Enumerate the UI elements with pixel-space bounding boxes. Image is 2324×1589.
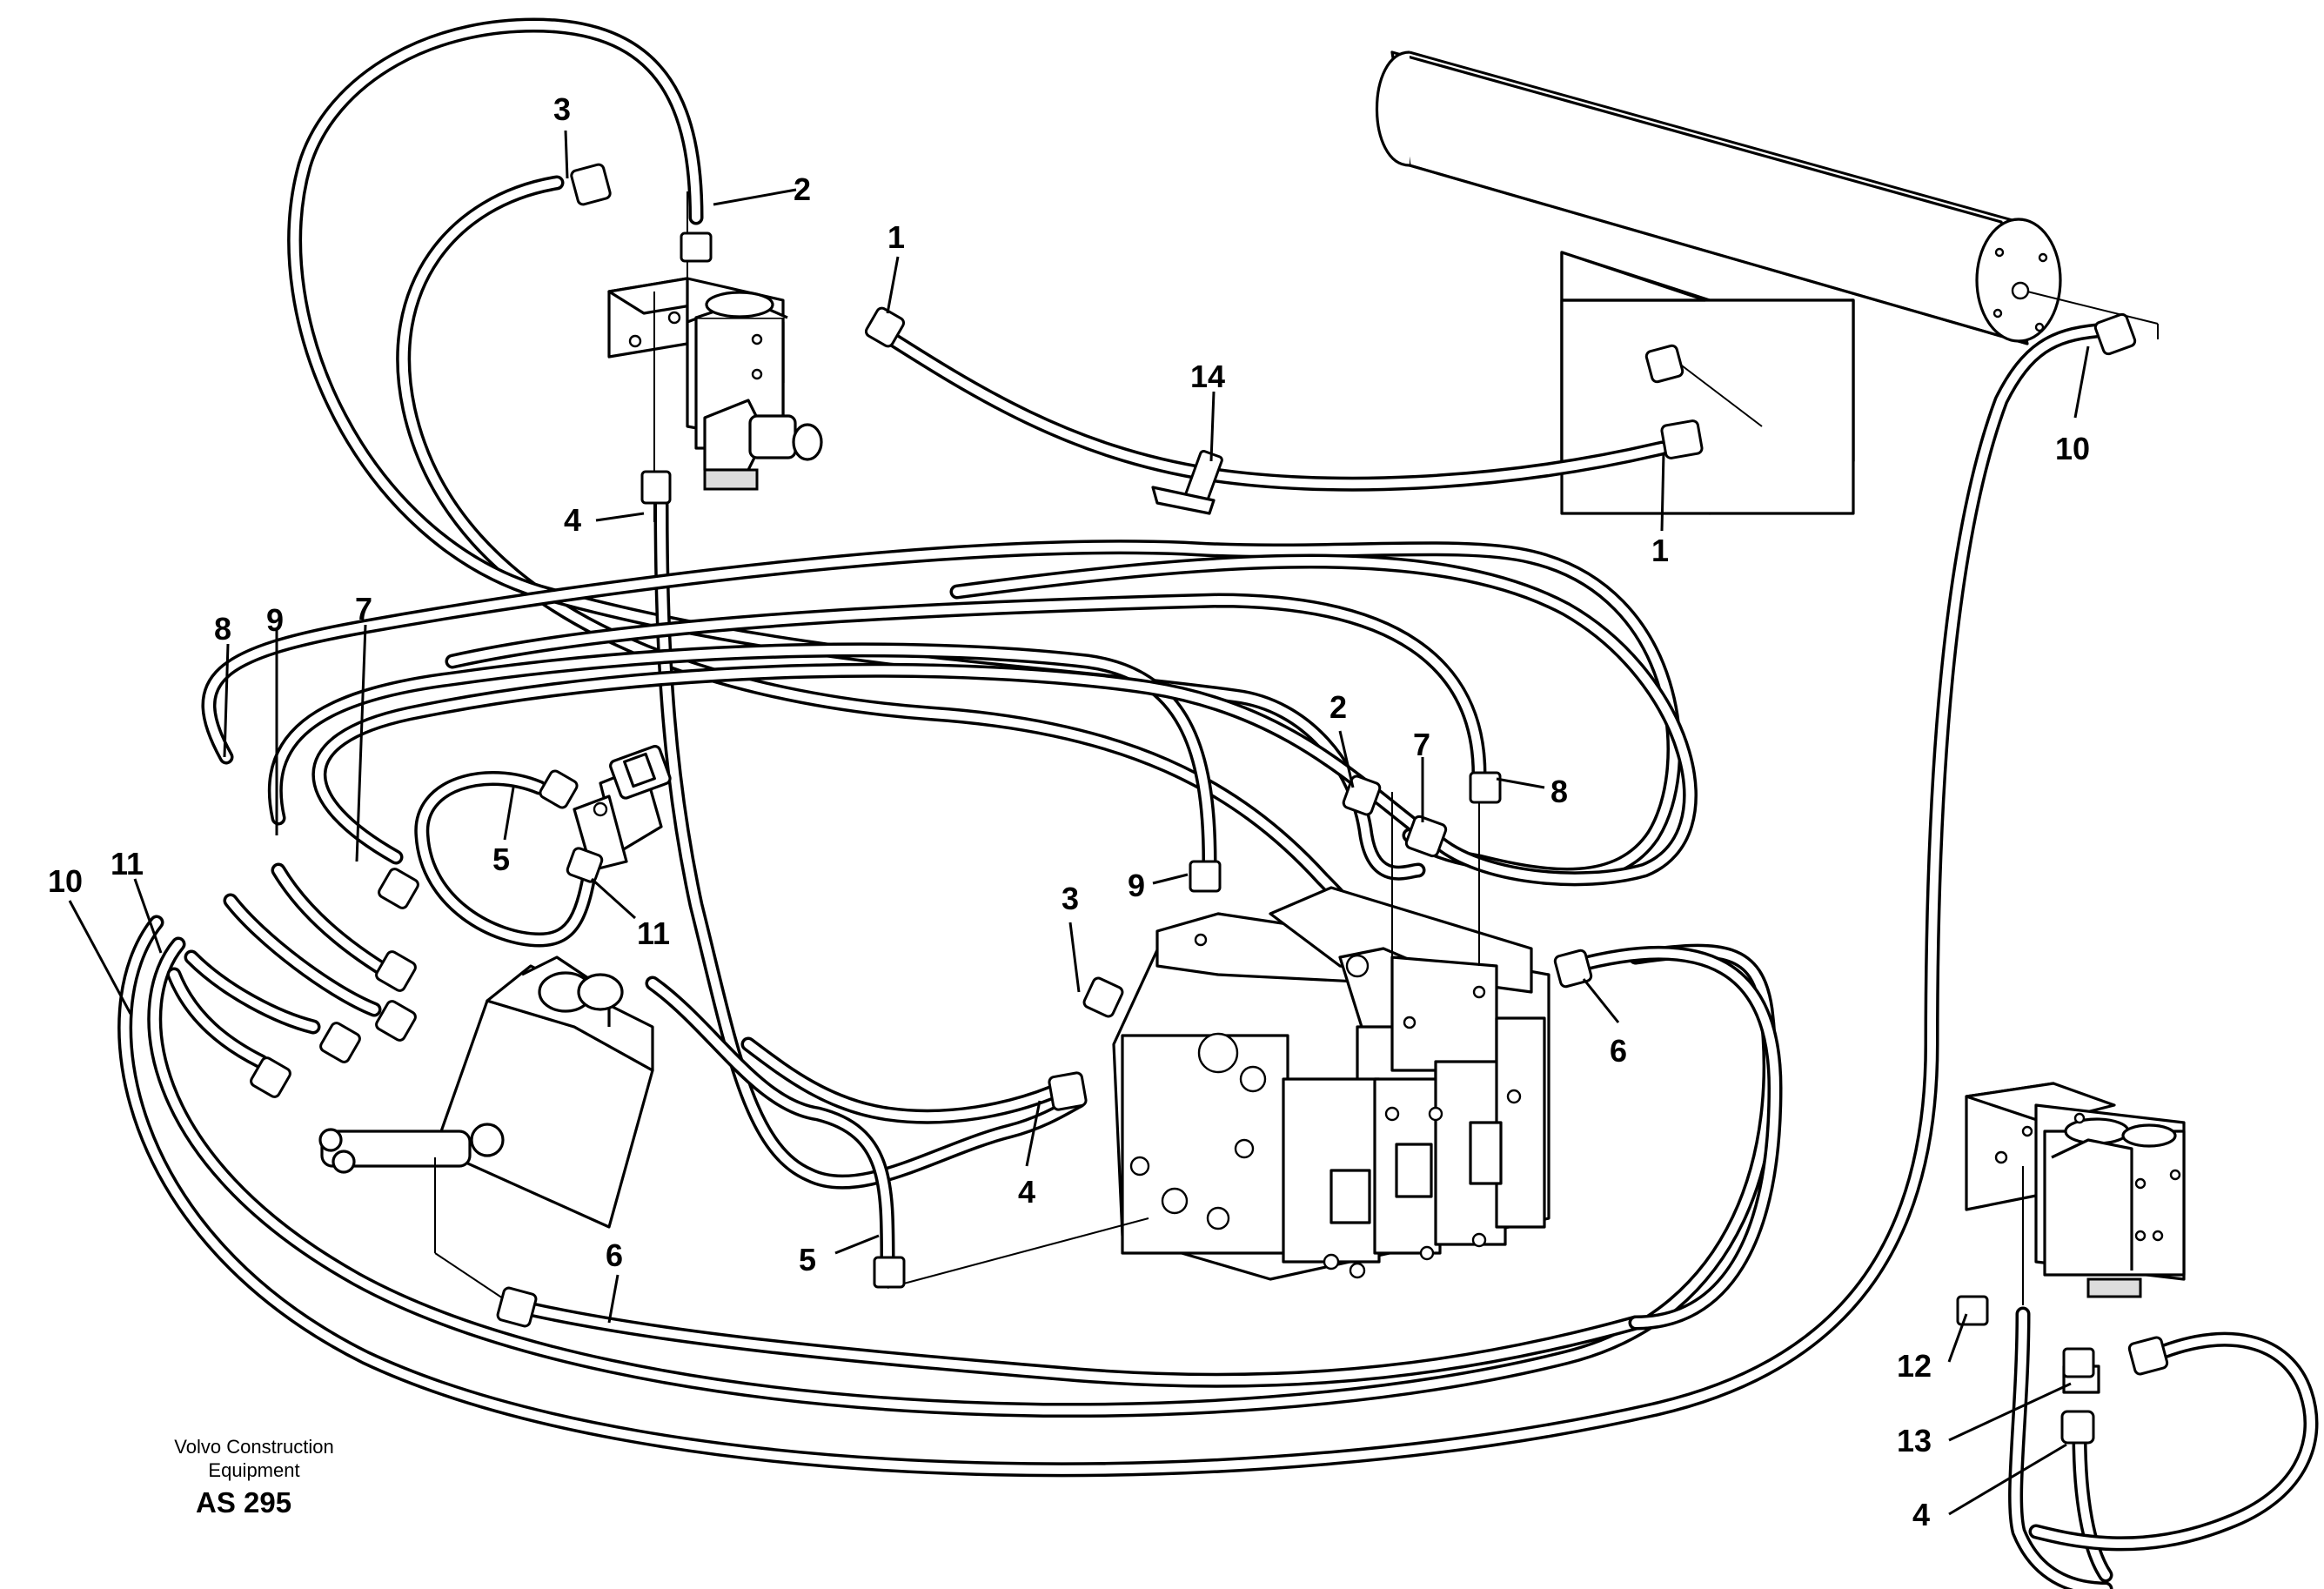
callout-5a: 5 (492, 841, 510, 877)
reference-code: AS 295 (196, 1486, 291, 1519)
control-valve-block (887, 792, 1550, 1289)
callout-2a: 2 (794, 171, 811, 207)
callout-8a: 8 (214, 611, 231, 647)
callout-3b: 3 (1062, 881, 1079, 916)
solenoid-valve-top (607, 191, 823, 522)
credit-line-2: Equipment (208, 1459, 299, 1481)
callout-8b: 8 (1550, 774, 1568, 809)
callout-3a: 3 (553, 91, 571, 127)
callout-9a: 9 (266, 602, 284, 638)
callout-6b: 6 (1610, 1033, 1627, 1069)
hoses (117, 17, 2105, 1478)
callout-1b: 1 (1651, 533, 1669, 568)
detail-solenoid-valve (1965, 1082, 2319, 1589)
callout-numbers: 3 2 1 14 1 10 4 8 9 7 10 11 5 11 2 7 8 9… (48, 91, 2090, 1532)
callout-9b: 9 (1128, 868, 1145, 903)
leader-lines (68, 130, 2090, 1516)
callout-1a: 1 (887, 219, 905, 255)
callout-5b: 5 (799, 1242, 816, 1277)
credit-line-1: Volvo Construction (174, 1436, 333, 1458)
callout-4b: 4 (1018, 1174, 1035, 1210)
fittings (250, 163, 2169, 1445)
callout-6a: 6 (606, 1237, 623, 1273)
callout-11a: 11 (111, 846, 144, 882)
callout-14: 14 (1190, 359, 1225, 394)
credit-block: Volvo Construction Equipment AS 295 (174, 1436, 333, 1519)
callout-4a: 4 (564, 502, 581, 538)
callout-2b: 2 (1329, 689, 1347, 725)
callout-10a: 10 (48, 863, 83, 899)
brake-block (1560, 251, 1855, 515)
callout-7a: 7 (355, 591, 372, 627)
main-valve-left (318, 955, 654, 1306)
callout-10b: 10 (2055, 431, 2090, 466)
callout-13: 13 (1897, 1423, 1932, 1458)
callout-12: 12 (1897, 1348, 1932, 1384)
callout-4c: 4 (1912, 1497, 1930, 1532)
small-valve-11 (573, 745, 672, 872)
callout-7b: 7 (1413, 727, 1430, 762)
callout-11b: 11 (637, 915, 670, 951)
accumulator-cylinder (1375, 50, 2159, 345)
